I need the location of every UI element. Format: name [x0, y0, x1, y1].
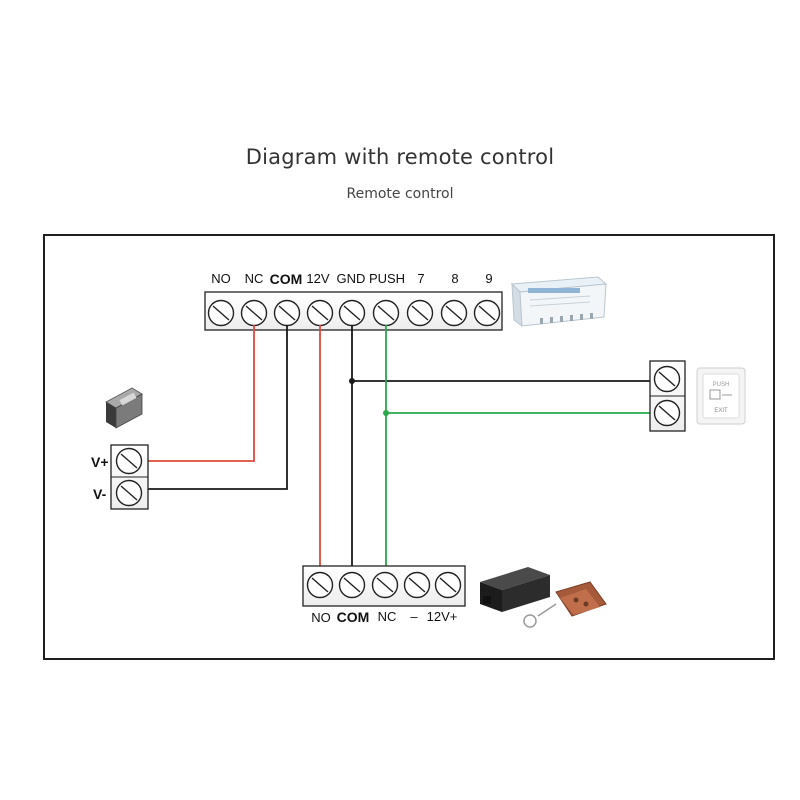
exit-button-terminal-block — [649, 360, 686, 432]
terminal-screw — [653, 399, 681, 427]
diagram-subtitle: Remote control — [346, 186, 454, 202]
receiver-label-negative: – — [410, 609, 418, 624]
terminal-screw — [115, 479, 143, 507]
lock-label-positive: V+ — [91, 454, 109, 470]
terminal-label-push: PUSH — [369, 271, 405, 286]
receiver-label-12v-positive: 12V+ — [427, 609, 458, 624]
receiver-label-no: NO — [311, 610, 331, 625]
diagram-title: Diagram with remote control — [245, 145, 555, 169]
lock-label-negative: V- — [93, 486, 107, 502]
diagram-frame — [43, 234, 775, 660]
receiver-label-com: COM — [337, 609, 370, 625]
junction-dot — [383, 410, 389, 416]
electric-lock-image — [105, 387, 143, 429]
terminal-screw — [273, 299, 301, 327]
terminal-screw — [403, 571, 431, 599]
power-supply-unit-image — [510, 276, 608, 328]
terminal-screw — [440, 299, 468, 327]
terminal-label-gnd: GND — [337, 271, 366, 286]
lock-terminal-block — [110, 444, 149, 510]
terminal-screw — [338, 571, 366, 599]
terminal-screw — [306, 299, 334, 327]
terminal-label-9: 9 — [485, 271, 492, 286]
terminal-label-nc: NC — [245, 271, 264, 286]
terminal-screw — [406, 299, 434, 327]
terminal-screw — [207, 299, 235, 327]
receiver-label-nc: NC — [378, 609, 397, 624]
terminal-screw — [473, 299, 501, 327]
terminal-screw — [434, 571, 462, 599]
terminal-screw — [306, 571, 334, 599]
receiver-terminal-block — [302, 565, 466, 607]
terminal-screw — [338, 299, 366, 327]
terminal-label-8: 8 — [451, 271, 458, 286]
exit-button-text-bottom: EXIT — [714, 408, 728, 414]
terminal-label-com: COM — [270, 271, 303, 287]
terminal-screw — [371, 571, 399, 599]
exit-button-text-top: PUSH — [713, 382, 730, 388]
terminal-screw — [240, 299, 268, 327]
terminal-screw — [115, 447, 143, 475]
wires — [148, 325, 650, 572]
terminal-screw — [653, 365, 681, 393]
terminal-label-7: 7 — [417, 271, 424, 286]
terminal-screw — [372, 299, 400, 327]
terminal-label-12v: 12V — [306, 271, 329, 286]
receiver-module-image — [480, 567, 550, 612]
junction-dot — [349, 378, 355, 384]
terminal-label-no: NO — [211, 271, 231, 286]
wire-nc-to-lock-positive — [148, 325, 255, 462]
remote-key-fob-image — [523, 581, 607, 628]
wire-com-to-lock-negative — [148, 325, 288, 490]
exit-button-image: PUSH EXIT — [696, 367, 746, 425]
power-supply-terminal-block — [204, 291, 503, 331]
